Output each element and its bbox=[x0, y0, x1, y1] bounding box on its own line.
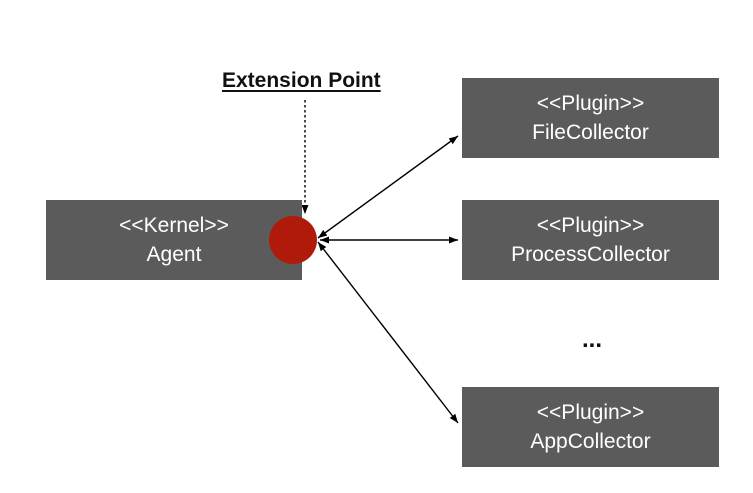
extension-point-label: Extension Point bbox=[222, 69, 381, 92]
plugin-stereotype: <<Plugin>> bbox=[536, 92, 645, 115]
plugin-processcollector-box: <<Plugin>> ProcessCollector bbox=[462, 200, 719, 280]
kernel-name: Agent bbox=[146, 243, 202, 266]
plugin-stereotype: <<Plugin>> bbox=[536, 401, 645, 424]
plugin-filecollector-box: <<Plugin>> FileCollector bbox=[462, 78, 719, 158]
arrow-to-filecollector bbox=[317, 135, 459, 239]
plugin-name: FileCollector bbox=[532, 121, 649, 144]
kernel-stereotype: <<Kernel>> bbox=[119, 214, 229, 237]
plugin-stereotype: <<Plugin>> bbox=[536, 214, 645, 237]
plugin-name: AppCollector bbox=[530, 430, 651, 453]
kernel-agent-box: <<Kernel>> Agent bbox=[46, 200, 302, 280]
more-plugins-ellipsis: ... bbox=[581, 326, 602, 353]
plugin-name: ProcessCollector bbox=[511, 243, 670, 266]
plugin-appcollector-box: <<Plugin>> AppCollector bbox=[462, 387, 719, 467]
extension-point-dot bbox=[269, 216, 317, 264]
arrow-to-appcollector bbox=[317, 241, 459, 424]
